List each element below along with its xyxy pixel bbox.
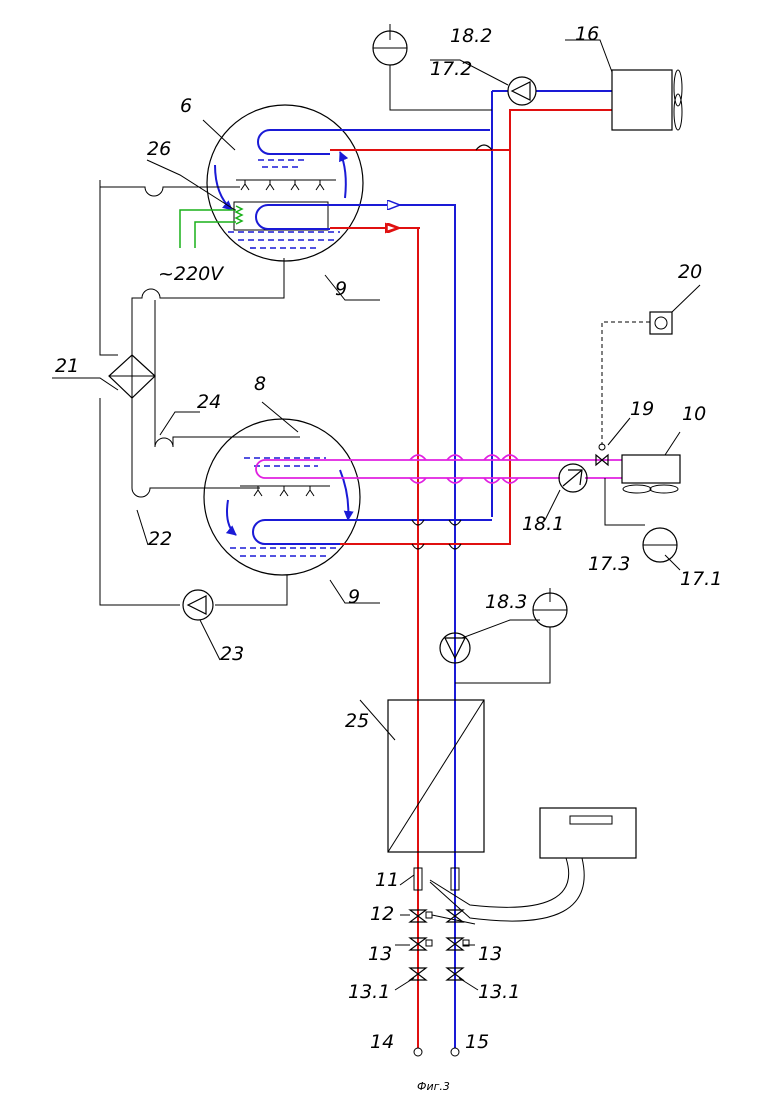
valve-19[interactable] bbox=[596, 444, 608, 465]
pump-18-2[interactable] bbox=[508, 77, 536, 105]
expansion-tank-17-1 bbox=[605, 478, 677, 562]
leader-lines bbox=[52, 40, 700, 990]
terminals bbox=[414, 1048, 459, 1056]
figure-caption: Фиг.3 bbox=[417, 1080, 450, 1093]
label-18-2: 18.2 bbox=[450, 25, 492, 47]
label-16: 16 bbox=[575, 23, 599, 45]
tank-6 bbox=[207, 105, 363, 261]
label-23: 23 bbox=[220, 643, 244, 665]
sensor-20 bbox=[602, 312, 672, 445]
label-18-3: 18.3 bbox=[485, 591, 527, 613]
heat-exchanger-21 bbox=[109, 355, 155, 398]
label-9-lower: 9 bbox=[348, 586, 360, 608]
radiator-16 bbox=[612, 70, 682, 130]
label-11: 11 bbox=[375, 869, 399, 891]
heat-exchanger-25 bbox=[388, 700, 484, 852]
label-14: 14 bbox=[370, 1031, 394, 1053]
label-13-1-right: 13.1 bbox=[478, 981, 520, 1003]
label-13-1-left: 13.1 bbox=[348, 981, 390, 1003]
label-26: 26 bbox=[147, 138, 171, 160]
label-21: 21 bbox=[55, 355, 79, 377]
compressor-unit-10 bbox=[622, 455, 680, 493]
label-17-3: 17.3 bbox=[588, 553, 630, 575]
label-8: 8 bbox=[254, 373, 266, 395]
controller-box bbox=[430, 808, 636, 921]
pump-23[interactable] bbox=[183, 590, 213, 620]
label-19: 19 bbox=[630, 398, 654, 420]
label-voltage: ~220V bbox=[158, 263, 225, 285]
label-13-left: 13 bbox=[368, 943, 392, 965]
label-6: 6 bbox=[180, 95, 192, 117]
label-13-right: 13 bbox=[478, 943, 502, 965]
sensor-11 bbox=[414, 868, 459, 890]
label-22: 22 bbox=[148, 528, 172, 550]
label-25: 25 bbox=[345, 710, 369, 732]
cold-water-lines bbox=[253, 91, 612, 1048]
label-10: 10 bbox=[682, 403, 706, 425]
label-20: 20 bbox=[678, 261, 702, 283]
label-15: 15 bbox=[465, 1031, 489, 1053]
label-12: 12 bbox=[370, 903, 394, 925]
label-18-1: 18.1 bbox=[522, 513, 564, 535]
heater-wires bbox=[180, 210, 236, 248]
label-17-1: 17.1 bbox=[680, 568, 722, 590]
tank-8 bbox=[204, 419, 360, 575]
refrigerant-lines bbox=[256, 455, 622, 483]
label-9-upper: 9 bbox=[335, 278, 347, 300]
label-17-2: 17.2 bbox=[430, 58, 472, 80]
pump-18-1[interactable] bbox=[559, 464, 587, 492]
label-24: 24 bbox=[197, 391, 221, 413]
